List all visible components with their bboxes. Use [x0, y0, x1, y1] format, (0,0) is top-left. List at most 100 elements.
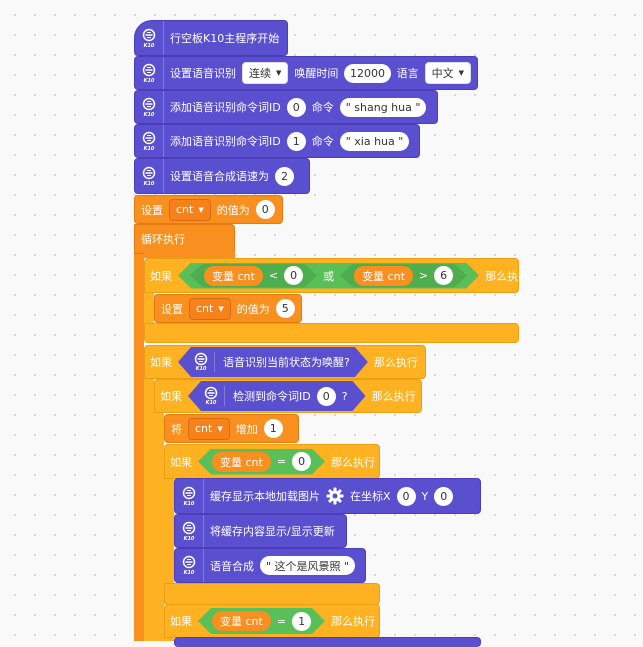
block-label: 行空板K10主程序开始	[170, 32, 280, 45]
add-command-word-block-2[interactable]: K10 添加语音识别命令词ID 1 命令 " xia hua "	[134, 124, 420, 158]
if-block-4[interactable]: 如果 变量 cnt = 0 那么执行	[164, 444, 380, 479]
or-label: 或	[323, 269, 335, 283]
operator-less-than: <	[268, 269, 279, 282]
increment-value-input[interactable]: 1	[263, 419, 283, 438]
compare-value-input[interactable]: 1	[292, 612, 311, 631]
condition-label: 语音识别当前状态为唤醒?	[223, 356, 350, 369]
compare-value-input[interactable]: 6	[434, 266, 453, 285]
value-input[interactable]: 0	[255, 200, 275, 219]
if-keyword: 如果	[170, 455, 192, 469]
set-label: 设置	[161, 302, 183, 316]
then-label: 那么执行	[331, 455, 376, 469]
wake-status-condition[interactable]: K10 语音识别当前状态为唤醒?	[178, 347, 368, 377]
less-than-condition[interactable]: 变量 cnt < 0	[190, 264, 317, 288]
dropdown-arrow-icon: ▼	[276, 69, 282, 77]
loop-label: 循环执行	[141, 233, 185, 246]
k10-icon: K10	[194, 352, 215, 372]
wake-time-input[interactable]: 12000	[344, 63, 391, 83]
speech-rate-input[interactable]: 2	[275, 166, 294, 186]
speech-synthesis-block[interactable]: K10 语音合成 " 这个是风景照 "	[174, 548, 366, 583]
set-variable-cnt-block[interactable]: 设置 cnt▼ 的值为 5	[154, 294, 302, 323]
variable-cnt-reporter[interactable]: 变量 cnt	[212, 611, 271, 631]
if-block-3-arm	[154, 410, 164, 641]
set-variable-cnt-block[interactable]: 设置 cnt▼ 的值为 0	[134, 195, 283, 224]
if-block-3[interactable]: 如果 K10 检测到命令词ID 0 ? 那么执行	[154, 379, 422, 413]
language-label: 语言	[396, 67, 419, 80]
if-block-5[interactable]: 如果 变量 cnt = 1 那么执行	[164, 604, 380, 638]
detect-command-condition[interactable]: K10 检测到命令词ID 0 ?	[188, 381, 366, 411]
if-keyword: 如果	[150, 269, 172, 283]
then-label: 那么执行	[373, 356, 418, 369]
block-label: 添加语音识别命令词ID	[170, 135, 281, 148]
k10-icon: K10	[175, 515, 204, 547]
condition-label: 检测到命令词ID	[233, 390, 311, 403]
set-voice-recognition-block[interactable]: K10 设置语音识别 连续▼ 唤醒时间 12000 语言 中文▼	[134, 56, 478, 90]
or-condition[interactable]: 变量 cnt < 0 或 变量 cnt > 6	[178, 263, 479, 289]
dropdown-arrow-icon: ▼	[458, 69, 464, 77]
block-label: 语音合成	[210, 559, 254, 573]
command-id-input[interactable]: 0	[286, 97, 306, 117]
cache-local-image-block[interactable]: K10 缓存显示本地加载图片 在坐标X 0 Y 0	[174, 478, 481, 514]
block-label: 缓存显示本地加载图片	[210, 490, 320, 503]
variable-cnt-reporter[interactable]: 变量 cnt	[212, 452, 271, 472]
operator-greater-than: >	[418, 269, 429, 282]
equals-condition[interactable]: 变量 cnt = 0	[198, 449, 325, 475]
variable-dropdown[interactable]: cnt▼	[189, 297, 231, 320]
coord-y-label: Y	[421, 489, 429, 503]
wake-time-label: 唤醒时间	[294, 67, 339, 80]
if-block-1-arm	[144, 290, 154, 326]
value-label: 的值为	[236, 302, 270, 316]
gear-icon[interactable]	[326, 487, 344, 505]
block-label: 添加语音识别命令词ID	[170, 101, 281, 114]
k10-icon: K10	[135, 125, 164, 157]
add-command-word-block-1[interactable]: K10 添加语音识别命令词ID 0 命令 " shang hua "	[134, 90, 438, 124]
k10-icon: K10	[135, 159, 164, 193]
y-coord-input[interactable]: 0	[434, 486, 454, 506]
variable-dropdown[interactable]: cnt▼	[188, 417, 230, 440]
dropdown-arrow-icon: ▼	[217, 424, 223, 433]
if-block-2[interactable]: 如果 K10 语音识别当前状态为唤醒? 那么执行	[144, 345, 426, 379]
variable-dropdown[interactable]: cnt▼	[169, 198, 211, 221]
set-speech-rate-block[interactable]: K10 设置语音合成语速为 2	[134, 158, 310, 194]
value-input[interactable]: 5	[275, 299, 295, 318]
k10-icon: K10	[135, 91, 164, 123]
operator-equals: =	[276, 614, 287, 628]
language-dropdown[interactable]: 中文▼	[424, 62, 471, 84]
value-label: 的值为	[216, 203, 250, 217]
if-block-1[interactable]: 如果 变量 cnt < 0 或 变量 cnt > 6 那么执行	[144, 258, 529, 293]
if-block-4-footer	[164, 583, 380, 605]
command-text-input[interactable]: " xia hua "	[339, 131, 410, 151]
mode-dropdown[interactable]: 连续▼	[242, 62, 289, 84]
variable-cnt-reporter[interactable]: 变量 cnt	[354, 266, 413, 286]
compare-value-input[interactable]: 0	[292, 452, 311, 471]
command-id-input[interactable]: 0	[317, 387, 336, 406]
if-block-1-footer	[144, 323, 519, 343]
if-block-2-arm	[144, 376, 154, 641]
display-refresh-block[interactable]: K10 将缓存内容显示/显示更新	[174, 514, 347, 548]
set-label: 设置	[141, 203, 163, 217]
block-label: 设置语音识别	[170, 67, 236, 80]
next-k10-block-partial[interactable]	[174, 637, 481, 647]
equals-condition[interactable]: 变量 cnt = 1	[198, 608, 325, 634]
forever-loop-block[interactable]: 循环执行	[134, 224, 235, 254]
compare-value-input[interactable]: 0	[284, 266, 303, 285]
command-id-input[interactable]: 1	[286, 131, 306, 151]
greater-than-condition[interactable]: 变量 cnt > 6	[340, 264, 467, 288]
dropdown-arrow-icon: ▼	[218, 304, 224, 313]
then-label: 那么执行	[485, 269, 530, 283]
command-label: 命令	[311, 135, 334, 148]
change-prefix-label: 将	[171, 422, 182, 436]
k10-main-start-block[interactable]: K10 行空板K10主程序开始	[134, 20, 288, 56]
if-block-4-arm	[164, 477, 174, 604]
x-coord-input[interactable]: 0	[396, 486, 416, 506]
k10-icon: K10	[204, 386, 225, 406]
if-keyword: 如果	[160, 390, 182, 403]
if-keyword: 如果	[170, 615, 192, 628]
speech-text-input[interactable]: " 这个是风景照 "	[260, 556, 356, 575]
variable-cnt-reporter[interactable]: 变量 cnt	[204, 266, 263, 286]
change-variable-block[interactable]: 将 cnt▼ 增加 1	[164, 414, 299, 443]
then-label: 那么执行	[331, 615, 376, 628]
loop-inner-strip	[144, 252, 235, 258]
k10-icon: K10	[135, 57, 164, 89]
command-text-input[interactable]: " shang hua "	[339, 97, 427, 117]
